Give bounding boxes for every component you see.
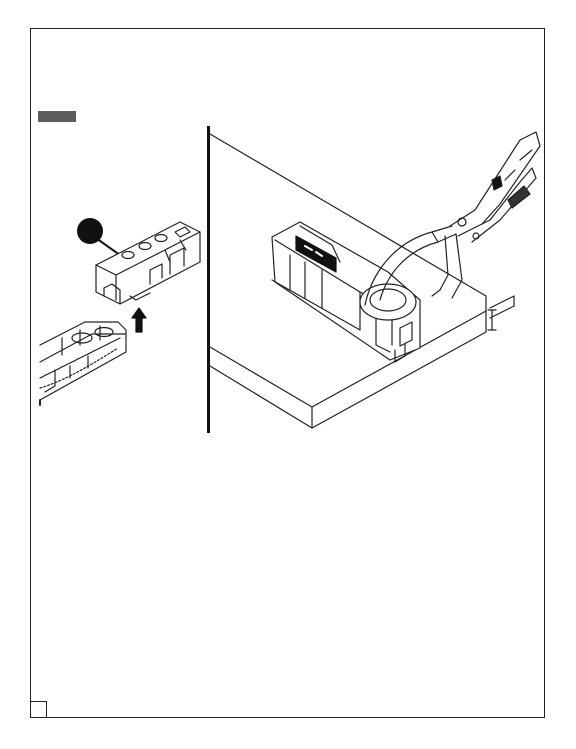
up-arrow-icon — [132, 308, 146, 332]
right-illustration — [210, 132, 540, 428]
drill-guide-block — [96, 222, 200, 304]
left-illustration — [40, 218, 200, 405]
jig-base-fragment — [40, 322, 126, 405]
